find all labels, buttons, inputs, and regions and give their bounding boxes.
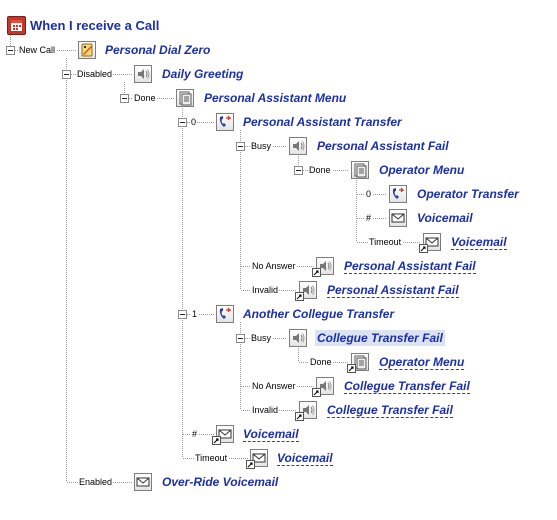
speaker-icon[interactable] xyxy=(312,257,334,277)
node-label[interactable]: Personal Dial Zero xyxy=(105,43,211,57)
root-label[interactable]: When I receive a Call xyxy=(30,18,160,33)
branch-label: Enabled xyxy=(78,476,114,488)
tree-node: Enabled Over-Ride Voicemail xyxy=(0,471,557,493)
branch-label: Busy xyxy=(250,332,273,344)
branch-label: 1 xyxy=(191,308,199,320)
branch-label: Timeout xyxy=(368,236,403,248)
node-label[interactable]: Daily Greeting xyxy=(162,67,244,81)
node-label[interactable]: Personal Assistant Fail xyxy=(327,283,459,298)
branch-label: 0 xyxy=(190,116,198,128)
tree-node: Disabled Daily Greeting xyxy=(0,63,557,85)
envelope-icon[interactable] xyxy=(246,449,268,469)
tree-node: Done Personal Assistant Menu xyxy=(0,87,557,109)
node-label[interactable]: Collegue Transfer Fail xyxy=(344,379,470,394)
envelope-icon[interactable] xyxy=(212,425,234,445)
shortcut-arrow-icon xyxy=(312,268,321,277)
node-label[interactable]: Voicemail xyxy=(451,235,507,250)
speaker-icon[interactable] xyxy=(289,329,307,347)
node-label[interactable]: Operator Menu xyxy=(379,163,465,177)
node-label[interactable]: Voicemail xyxy=(417,211,473,225)
collapse-toggle[interactable] xyxy=(236,142,245,151)
speaker-icon[interactable] xyxy=(295,401,317,421)
menu-icon[interactable] xyxy=(176,89,194,107)
node-label[interactable]: Another Collegue Transfer xyxy=(243,307,395,321)
node-label[interactable]: Operator Menu xyxy=(379,355,465,370)
branch-label: # xyxy=(365,212,373,224)
dial-pencil-icon[interactable] xyxy=(78,41,96,59)
branch-label: Invalid xyxy=(251,404,280,416)
tree-node: New Call Personal Dial Zero xyxy=(0,39,557,61)
shortcut-arrow-icon xyxy=(419,244,428,253)
shortcut-arrow-icon xyxy=(312,388,321,397)
calendar-phone-icon[interactable] xyxy=(7,16,26,35)
menu-icon[interactable] xyxy=(351,161,369,179)
branch-label: Done xyxy=(308,164,332,176)
phone-transfer-icon[interactable] xyxy=(216,113,234,131)
node-label[interactable]: Voicemail xyxy=(277,451,333,466)
node-label[interactable]: Personal Assistant Fail xyxy=(344,259,476,274)
collapse-toggle[interactable] xyxy=(294,166,303,175)
node-label[interactable]: Personal Assistant Transfer xyxy=(243,115,402,129)
node-label[interactable]: Collegue Transfer Fail xyxy=(327,403,453,418)
branch-label: Done xyxy=(133,92,157,104)
branch-label: Done xyxy=(309,356,333,368)
tree-node: 0 Personal Assistant Transfer xyxy=(0,111,557,133)
phone-transfer-icon[interactable] xyxy=(216,305,234,323)
tree-node: No Answer Personal Assistant Fail xyxy=(0,255,557,277)
shortcut-arrow-icon xyxy=(295,292,304,301)
tree-node: Invalid Personal Assistant Fail xyxy=(0,279,557,301)
tree-node: Timeout Voicemail xyxy=(0,447,557,469)
branch-label: No Answer xyxy=(251,260,297,272)
speaker-icon[interactable] xyxy=(289,137,307,155)
speaker-icon[interactable] xyxy=(312,377,334,397)
envelope-icon[interactable] xyxy=(419,233,441,253)
phone-transfer-icon[interactable] xyxy=(389,185,407,203)
node-label[interactable]: Personal Assistant Menu xyxy=(204,91,347,105)
tree-node: 1 Another Collegue Transfer xyxy=(0,303,557,325)
shortcut-arrow-icon xyxy=(347,364,356,373)
collapse-toggle[interactable] xyxy=(6,46,15,55)
collapse-toggle[interactable] xyxy=(62,70,71,79)
shortcut-arrow-icon xyxy=(246,460,255,469)
node-label[interactable]: Collegue Transfer Fail xyxy=(315,330,445,346)
tree-node: Done Operator Menu xyxy=(0,351,557,373)
tree-node: Busy Personal Assistant Fail xyxy=(0,135,557,157)
menu-icon[interactable] xyxy=(347,353,369,373)
branch-label: Timeout xyxy=(194,452,229,464)
node-label[interactable]: Over-Ride Voicemail xyxy=(162,475,279,489)
speaker-icon[interactable] xyxy=(134,65,152,83)
branch-label: Disabled xyxy=(76,68,114,80)
tree-node: Done Operator Menu xyxy=(0,159,557,181)
branch-label: 0 xyxy=(365,188,373,200)
tree-node: # Voicemail xyxy=(0,423,557,445)
node-label[interactable]: Operator Transfer xyxy=(417,187,519,201)
tree-node: 0 Operator Transfer xyxy=(0,183,557,205)
branch-label: # xyxy=(191,428,199,440)
collapse-toggle[interactable] xyxy=(120,94,129,103)
speaker-icon[interactable] xyxy=(295,281,317,301)
tree-node: Busy Collegue Transfer Fail xyxy=(0,327,557,349)
tree-node: # Voicemail xyxy=(0,207,557,229)
node-label[interactable]: Personal Assistant Fail xyxy=(317,139,449,153)
branch-label: New Call xyxy=(18,44,57,56)
collapse-toggle[interactable] xyxy=(236,334,245,343)
branch-label: Invalid xyxy=(251,284,280,296)
collapse-toggle[interactable] xyxy=(178,118,187,127)
node-label[interactable]: Voicemail xyxy=(243,427,299,442)
shortcut-arrow-icon xyxy=(295,412,304,421)
tree-node: No Answer Collegue Transfer Fail xyxy=(0,375,557,397)
shortcut-arrow-icon xyxy=(212,436,221,445)
branch-label: Busy xyxy=(250,140,273,152)
envelope-icon[interactable] xyxy=(134,473,152,491)
collapse-toggle[interactable] xyxy=(178,310,187,319)
tree-node: Invalid Collegue Transfer Fail xyxy=(0,399,557,421)
branch-label: No Answer xyxy=(251,380,297,392)
tree-node: Timeout Voicemail xyxy=(0,231,557,253)
envelope-icon[interactable] xyxy=(389,209,407,227)
